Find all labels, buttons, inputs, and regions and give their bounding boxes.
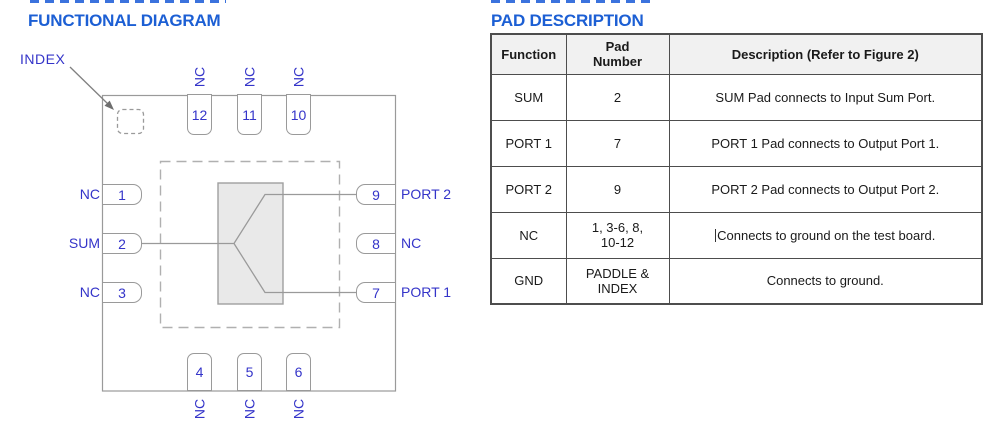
index-label: INDEX	[20, 51, 66, 67]
cell-function: PORT 2	[490, 165, 567, 213]
cell-description: SUM Pad connects to Input Sum Port.	[668, 73, 983, 121]
cell-description: Connects to ground.	[668, 257, 983, 305]
cell-description: PORT 2 Pad connects to Output Port 2.	[668, 165, 983, 213]
pad-6-label: NC	[290, 398, 307, 420]
pad-description-title: PAD DESCRIPTION	[491, 11, 644, 30]
pad-3: 3	[102, 282, 142, 303]
cell-function: GND	[490, 257, 567, 305]
index-arrow-line	[69, 66, 109, 105]
pad-1-label: NC	[79, 186, 100, 202]
pad-10: 10	[286, 94, 311, 135]
pad-5-label: NC	[241, 398, 258, 420]
pad-4-label: NC	[191, 398, 208, 420]
table-row: SUM 2 SUM Pad connects to Input Sum Port…	[490, 73, 983, 121]
pad-2: 2	[102, 233, 142, 254]
cell-description: Connects to ground on the test board.	[668, 211, 983, 259]
header-pad-number: Pad Number	[565, 33, 670, 75]
pad-5: 5	[237, 353, 262, 391]
pad-1: 1	[102, 184, 142, 205]
table-row: PORT 1 7 PORT 1 Pad connects to Output P…	[490, 119, 983, 167]
cell-function: PORT 1	[490, 119, 567, 167]
pad-12-label: NC	[191, 66, 208, 88]
cell-pad-number: 1, 3-6, 8, 10-12	[565, 211, 670, 259]
pad-8-label: NC	[401, 235, 422, 251]
functional-diagram-title: FUNCTIONAL DIAGRAM	[28, 11, 221, 30]
pad-11: 11	[237, 94, 262, 135]
pad-description-table: Function Pad Number Description (Refer t…	[490, 33, 983, 305]
cell-pad-number: 2	[565, 73, 670, 121]
pad-11-label: NC	[241, 66, 258, 88]
cell-pad-number: 9	[565, 165, 670, 213]
table-row: GND PADDLE & INDEX Connects to ground.	[490, 257, 983, 305]
pad-9-label: PORT 2	[401, 186, 452, 202]
pad-4: 4	[187, 353, 212, 391]
pad-3-label: NC	[79, 284, 100, 300]
pad-10-label: NC	[290, 66, 307, 88]
pad-8: 8	[356, 233, 396, 254]
text-cursor-artifact	[715, 228, 717, 242]
index-pad	[116, 108, 145, 135]
pad-2-label: SUM	[68, 235, 100, 251]
cell-function: SUM	[490, 73, 567, 121]
pad-6: 6	[286, 353, 311, 391]
inner-dashed-region	[159, 160, 341, 329]
header-function: Function	[490, 33, 567, 75]
divider-symbol-traces	[142, 193, 357, 294]
pad-12: 12	[187, 94, 212, 135]
table-row: PORT 2 9 PORT 2 Pad connects to Output P…	[490, 165, 983, 213]
cell-pad-number: 7	[565, 119, 670, 167]
cell-description: PORT 1 Pad connects to Output Port 1.	[668, 119, 983, 167]
index-arrow-head	[104, 100, 114, 110]
cell-description-text: Connects to ground on the test board.	[717, 227, 936, 243]
cropped-text-artifact	[491, 0, 654, 3]
pad-9: 9	[356, 184, 396, 205]
header-description: Description (Refer to Figure 2)	[668, 33, 983, 75]
cropped-text-artifact	[30, 0, 226, 3]
pad-7: 7	[356, 282, 396, 303]
cell-function: NC	[490, 211, 567, 259]
table-header-row: Function Pad Number Description (Refer t…	[490, 33, 983, 75]
pad-7-label: PORT 1	[401, 284, 452, 300]
table-row: NC 1, 3-6, 8, 10-12 Connects to ground o…	[490, 211, 983, 259]
cell-pad-number: PADDLE & INDEX	[565, 257, 670, 305]
